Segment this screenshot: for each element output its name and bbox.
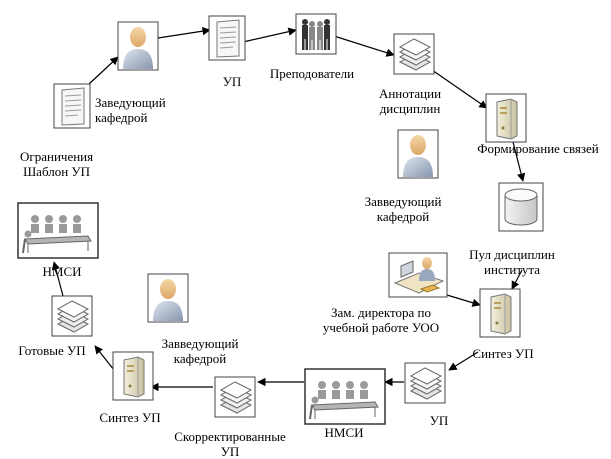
label-head-top: Заведующий кафедрой (95, 95, 166, 125)
head-of-department-right-icon (397, 129, 439, 179)
label-head-bottom: Завведующий кафедрой (161, 336, 239, 366)
edge-synth-to-ready (94, 345, 115, 371)
teachers-group-icon (295, 13, 337, 55)
edge-up-to-teachers (242, 27, 297, 43)
document-icon (53, 83, 91, 129)
label-ready-up: Готовые УП (18, 343, 86, 358)
label-deputy: Зам. директора по учебной работе УОО (322, 305, 440, 335)
up-bottom-stack-icon (404, 362, 446, 404)
label-synth-right: Синтез УП (472, 346, 534, 361)
edge-deputy-to-synth (446, 294, 481, 307)
edge-pool-to-synth (511, 269, 523, 290)
label-head-right: Завведующий кафедрой (364, 194, 442, 224)
label-annotations: Аннотации дисциплин (378, 86, 442, 116)
edge-teachers-to-annotations (333, 35, 395, 57)
annotations-stack-icon (393, 33, 435, 75)
synthesis-left-server-icon (112, 351, 154, 401)
label-teachers: Преподователи (269, 66, 355, 81)
deputy-director-icon (388, 252, 448, 298)
edge-links-to-pool (512, 141, 526, 182)
edge-synth-to-up (448, 351, 479, 371)
links-server-icon (485, 93, 527, 143)
head-of-department-bottom-icon (147, 273, 189, 323)
label-up-top: УП (222, 74, 242, 89)
label-corrected: Скорректированные УП (174, 429, 286, 459)
label-constraints: Ограничения Шаблон УП (20, 149, 94, 179)
edge-annotations-to-links (431, 69, 488, 109)
corrected-up-stack-icon (214, 376, 256, 418)
edge-ready-to-nmsi (51, 261, 64, 297)
synthesis-right-server-icon (479, 288, 521, 338)
up-document-icon (208, 15, 246, 61)
label-nmsi-bottom: НМСИ (324, 425, 364, 440)
label-pool: Пул дисциплин института (469, 247, 555, 277)
label-nmsi-left: НМСИ (42, 264, 82, 279)
label-links: Формирование связей (477, 141, 599, 156)
edge-head-to-up (157, 26, 211, 39)
head-of-department-icon (117, 21, 159, 71)
nmsi-bottom-meeting-icon (304, 368, 386, 425)
ready-up-stack-icon (51, 295, 93, 337)
edge-constraints-to-head (88, 56, 119, 85)
label-up-bottom: УП (429, 413, 449, 428)
pool-database-icon (498, 182, 544, 232)
label-synth-left: Синтез УП (99, 410, 161, 425)
nmsi-left-meeting-icon (17, 202, 99, 259)
